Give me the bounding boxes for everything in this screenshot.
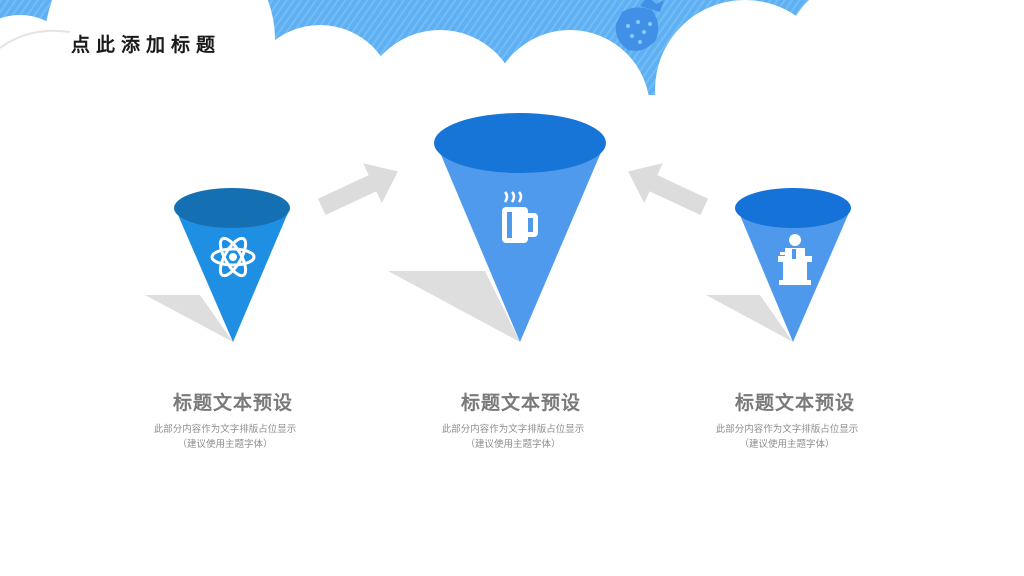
card-title-right[interactable]: 标题文本预设: [734, 392, 855, 414]
cone-left: [174, 188, 290, 342]
card-desc-line1: 此部分内容作为文字排版占位显示: [153, 424, 297, 435]
card-desc-line2: （建议使用主题字体）: [177, 439, 273, 450]
page-title[interactable]: 点此添加标题: [71, 34, 222, 56]
mug-icon: [502, 191, 538, 243]
card-desc-line2: （建议使用主题字体）: [739, 439, 835, 450]
cone-shadow-center: [388, 271, 520, 342]
card-desc-right[interactable]: 此部分内容作为文字排版占位显示 （建议使用主题字体）: [667, 422, 907, 452]
card-desc-center[interactable]: 此部分内容作为文字排版占位显示 （建议使用主题字体）: [393, 422, 633, 452]
card-desc-left[interactable]: 此部分内容作为文字排版占位显示 （建议使用主题字体）: [105, 422, 345, 452]
cone-shadow-left: [145, 295, 233, 342]
card-title-left[interactable]: 标题文本预设: [172, 392, 293, 414]
strawberry-icon: [615, 0, 664, 51]
speaker-podium-icon: [778, 234, 812, 285]
card-desc-line1: 此部分内容作为文字排版占位显示: [441, 424, 585, 435]
cloud-outline: [0, 29, 71, 49]
card-desc-line1: 此部分内容作为文字排版占位显示: [715, 424, 859, 435]
arrow-left-to-center: [317, 163, 398, 216]
arrow-right-to-center: [628, 163, 709, 216]
cone-shadow-right: [706, 295, 793, 342]
card-desc-line2: （建议使用主题字体）: [465, 439, 561, 450]
card-title-center[interactable]: 标题文本预设: [460, 392, 581, 414]
atom-icon: [210, 236, 256, 278]
